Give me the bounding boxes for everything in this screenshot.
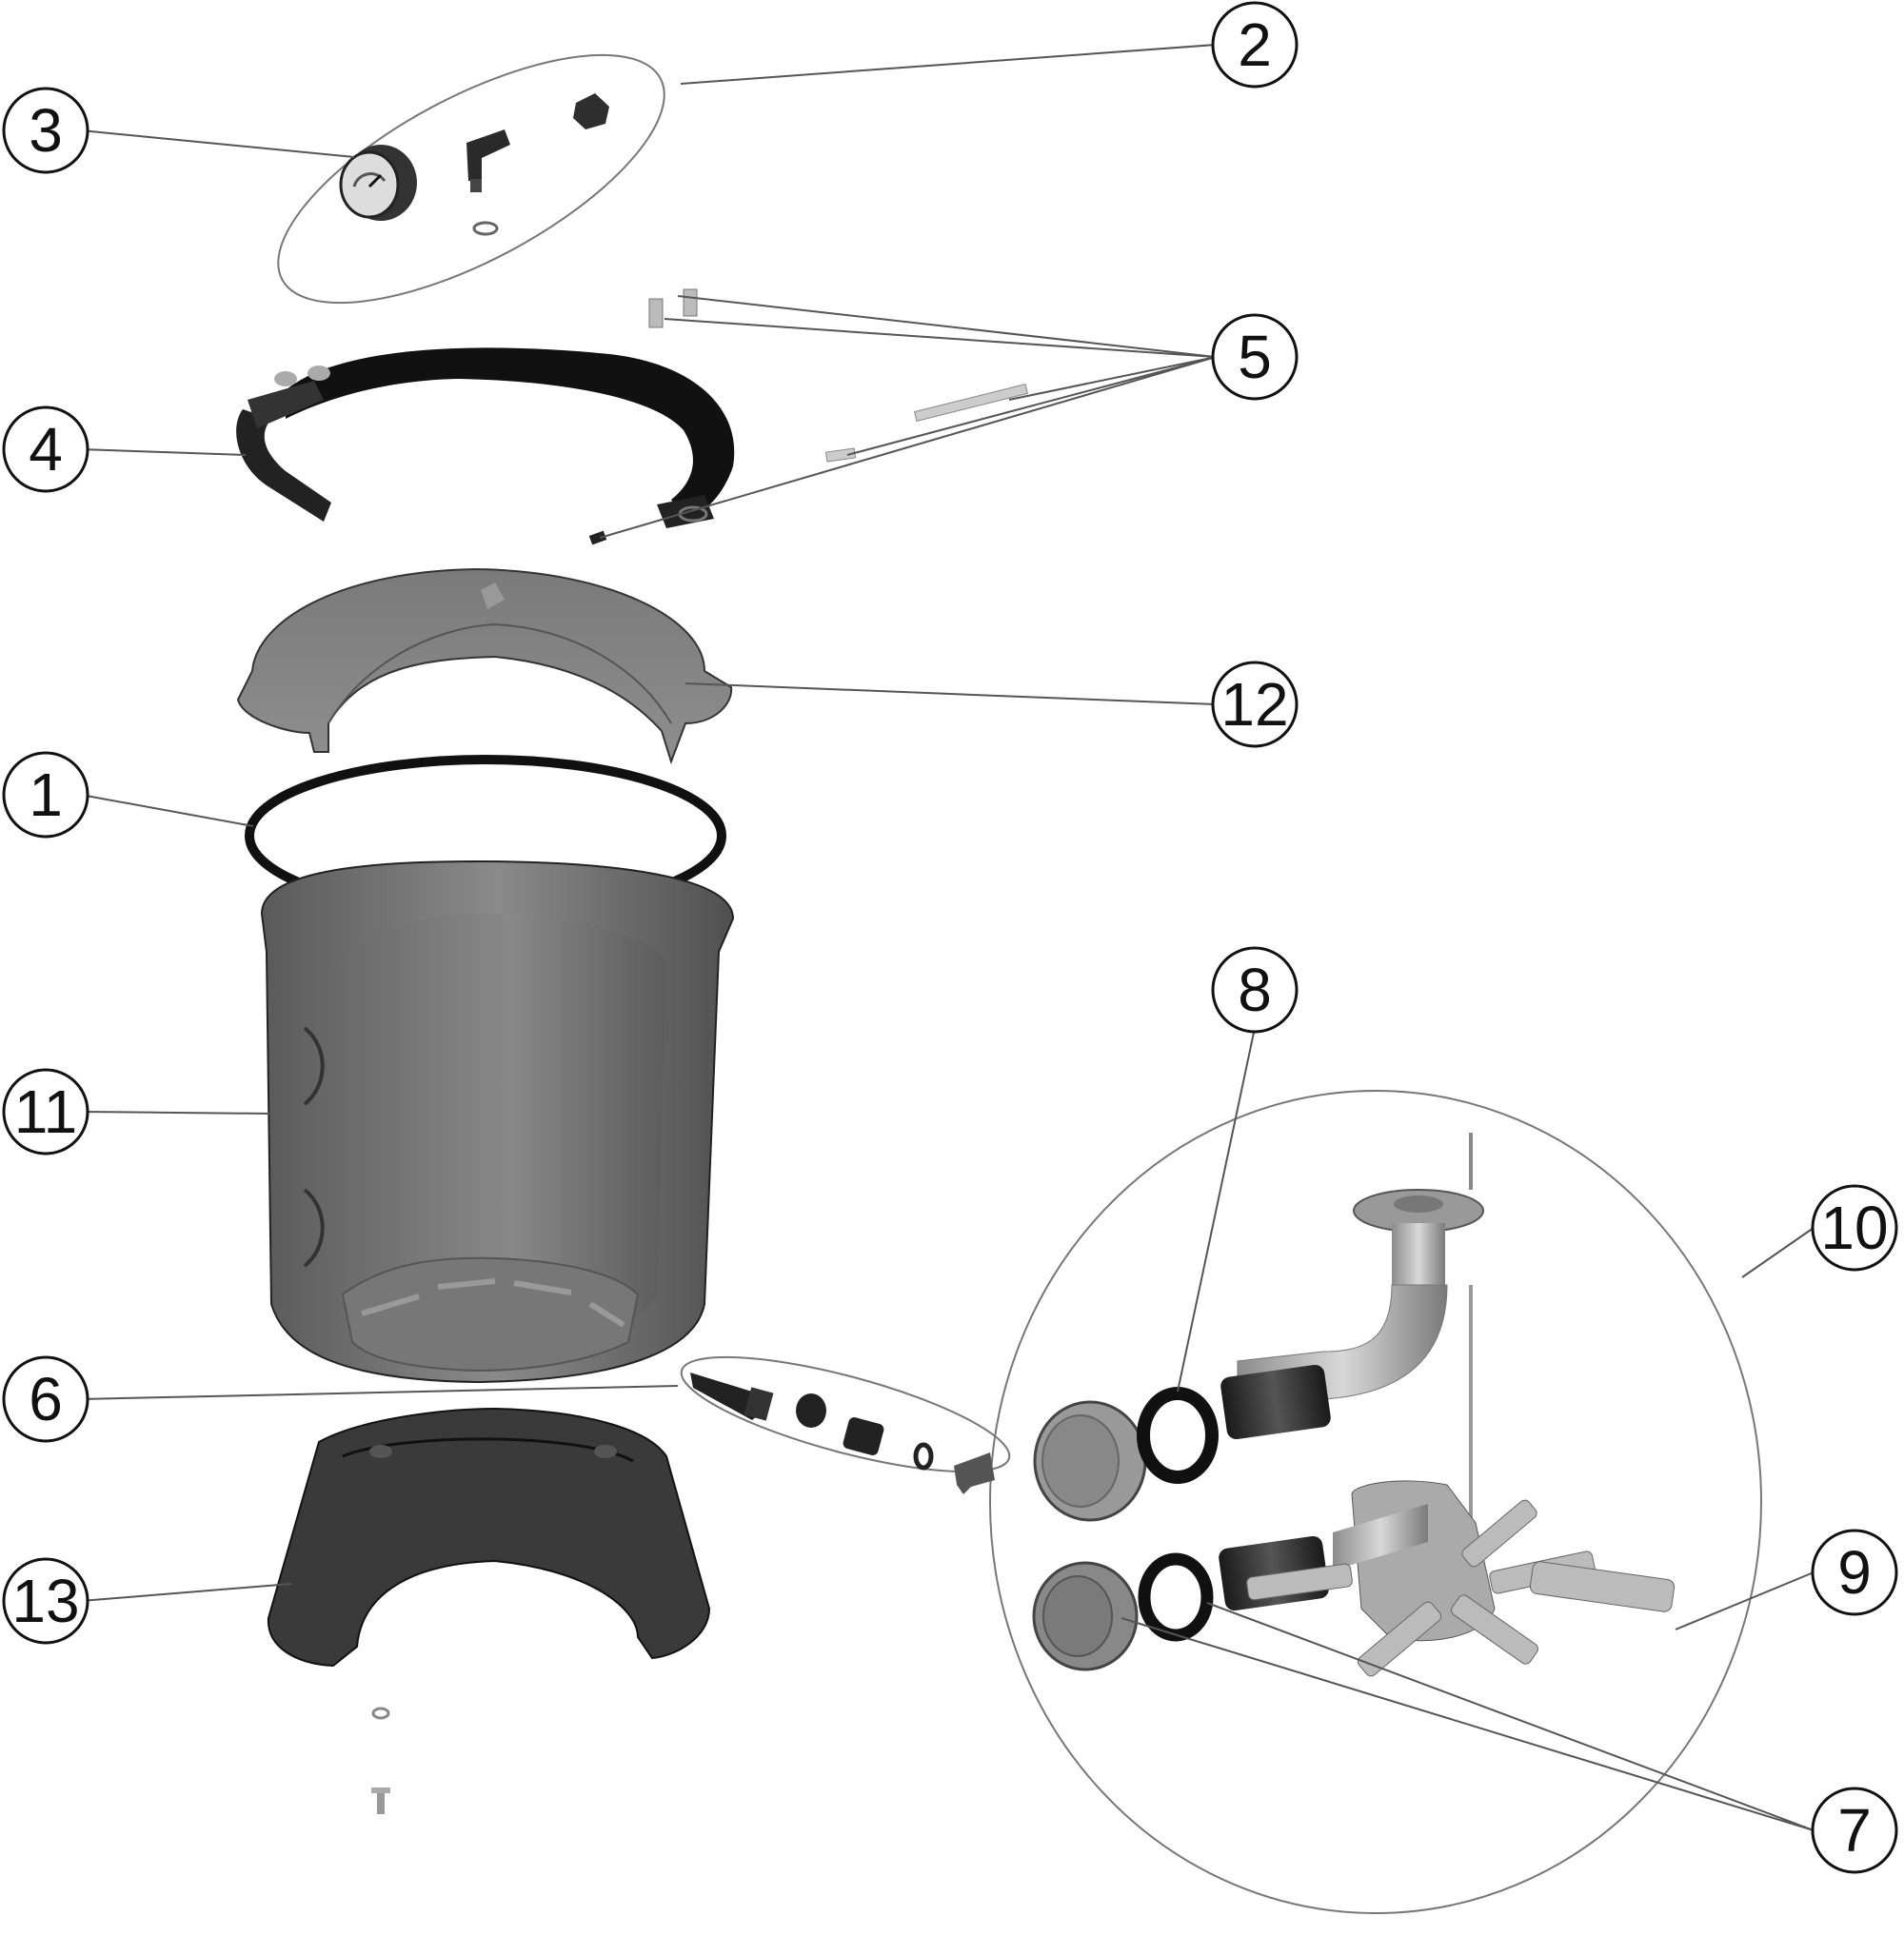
callout-9: 9 (1811, 1529, 1898, 1616)
svg-text:7: 7 (1837, 1796, 1872, 1865)
callout-6: 6 (2, 1355, 89, 1443)
drain-parts (690, 1373, 995, 1494)
filter-tank (260, 859, 735, 1384)
lower-manifold (1219, 1480, 1496, 1642)
pressure-gauge (339, 145, 417, 221)
base-stand (267, 1407, 711, 1668)
pins-group (588, 288, 1029, 545)
svg-text:4: 4 (29, 415, 63, 484)
callout-3: 3 (2, 87, 89, 174)
svg-text:9: 9 (1837, 1538, 1872, 1607)
callout-8: 8 (1211, 946, 1299, 1034)
group-10-ellipse (989, 1090, 1762, 1914)
svg-text:8: 8 (1238, 956, 1272, 1024)
svg-text:3: 3 (29, 96, 63, 165)
air-release-valve (466, 129, 510, 192)
svg-text:10: 10 (1820, 1194, 1888, 1262)
callout-4: 4 (2, 405, 89, 493)
small-washer (472, 221, 499, 236)
svg-text:6: 6 (29, 1365, 63, 1433)
callout-13: 13 (2, 1557, 89, 1645)
top-diffuser-assembly (1237, 1133, 1484, 1542)
upper-threaded-pipe (1220, 1364, 1331, 1440)
callout-1: 1 (2, 751, 89, 839)
single-lateral (1529, 1561, 1676, 1612)
svg-text:11: 11 (14, 1077, 77, 1146)
clamp-ring (236, 347, 735, 528)
callout-2: 2 (1211, 1, 1299, 89)
lower-union-nut (1032, 1561, 1139, 1671)
callout-7: 7 (1811, 1787, 1898, 1874)
drain-knob (573, 93, 609, 129)
upper-union-nut (1033, 1400, 1147, 1522)
svg-text:13: 13 (11, 1567, 79, 1635)
upper-seal-ring (1137, 1387, 1219, 1484)
base-screw (371, 1788, 390, 1814)
callout-11: 11 (2, 1068, 89, 1156)
svg-text:5: 5 (1238, 323, 1272, 391)
callout-12: 12 (1211, 661, 1299, 748)
lower-seal-ring (1138, 1552, 1214, 1642)
callout-5: 5 (1211, 313, 1299, 401)
callout-10: 10 (1811, 1184, 1898, 1272)
group-6-ellipse (680, 1355, 1011, 1473)
svg-text:12: 12 (1220, 670, 1288, 739)
leader-lines (80, 44, 1815, 1831)
base-washer (371, 1707, 390, 1720)
svg-text:2: 2 (1238, 10, 1272, 79)
svg-text:1: 1 (29, 761, 63, 829)
group-2-ellipse (277, 53, 665, 305)
lid-dome (236, 567, 733, 765)
